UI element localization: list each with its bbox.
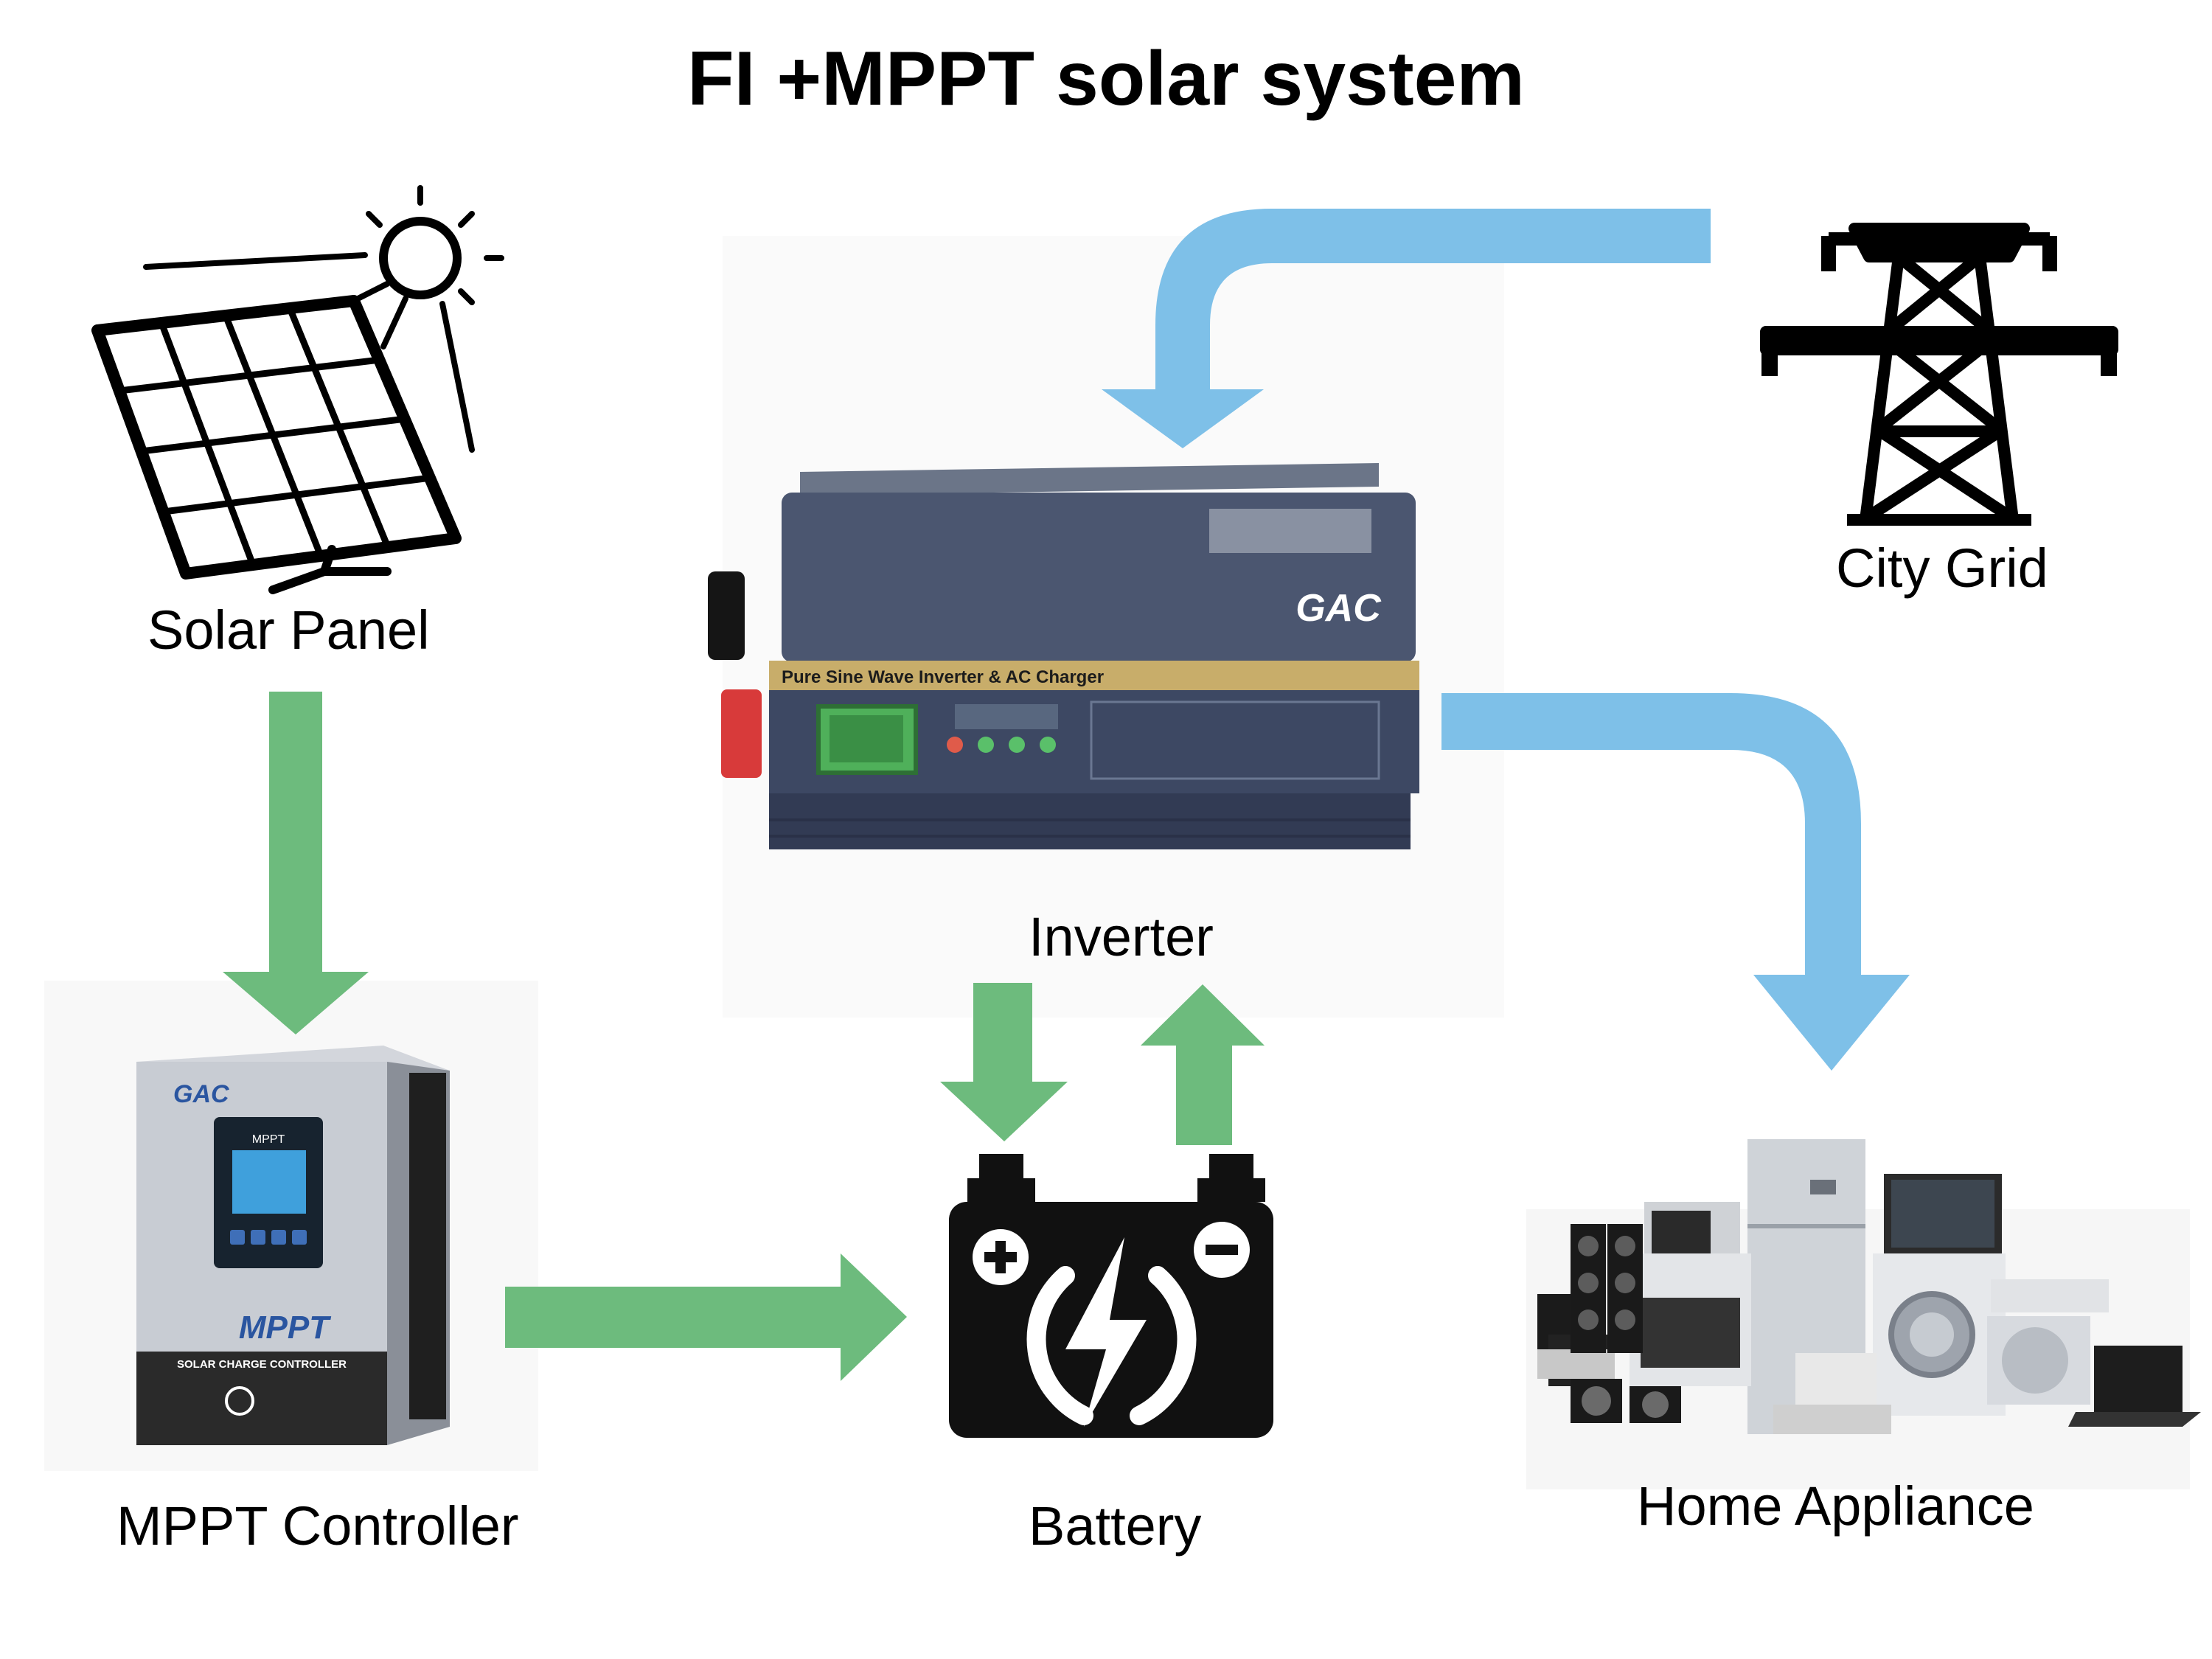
solar-panel-icon: [91, 185, 504, 594]
battery-icon: [949, 1154, 1273, 1438]
inverter-band-text: Pure Sine Wave Inverter & AC Charger: [782, 667, 1104, 687]
arrow-inverter-to-battery: [940, 983, 1068, 1141]
transmission-tower-icon: [1760, 223, 2118, 526]
label-home-appliance: Home Appliance: [1637, 1475, 2034, 1537]
arrow-grid-to-inverter: [1102, 209, 1711, 448]
mppt-logo-text: MPPT: [239, 1310, 331, 1346]
mppt-screen-title: MPPT: [252, 1133, 285, 1146]
label-mppt-controller: MPPT Controller: [116, 1495, 519, 1557]
arrow-inverter-to-appliance: [1441, 693, 1910, 1071]
inverter-device: GAC Pure Sine Wave Inverter & AC Charger: [708, 236, 1504, 1018]
inverter-brand-logo: GAC: [1295, 587, 1382, 630]
label-solar-panel: Solar Panel: [147, 599, 430, 661]
mppt-brand-logo: GAC: [173, 1080, 229, 1108]
label-city-grid: City Grid: [1836, 538, 2048, 599]
mppt-controller-device: GAC MPPT MPPT SOLAR CHARGE CONTROLLER: [44, 981, 538, 1471]
label-inverter: Inverter: [1029, 906, 1214, 967]
sun-icon: [143, 185, 504, 453]
arrow-solar-to-mppt: [223, 692, 369, 1034]
arrow-mppt-to-battery: [505, 1253, 907, 1381]
diagram-title: FI +MPPT solar system: [687, 36, 1525, 122]
home-appliances-icon: [1526, 1139, 2201, 1489]
mppt-band-text: SOLAR CHARGE CONTROLLER: [177, 1358, 347, 1371]
label-battery: Battery: [1029, 1495, 1202, 1557]
arrow-battery-to-inverter: [1141, 984, 1265, 1145]
